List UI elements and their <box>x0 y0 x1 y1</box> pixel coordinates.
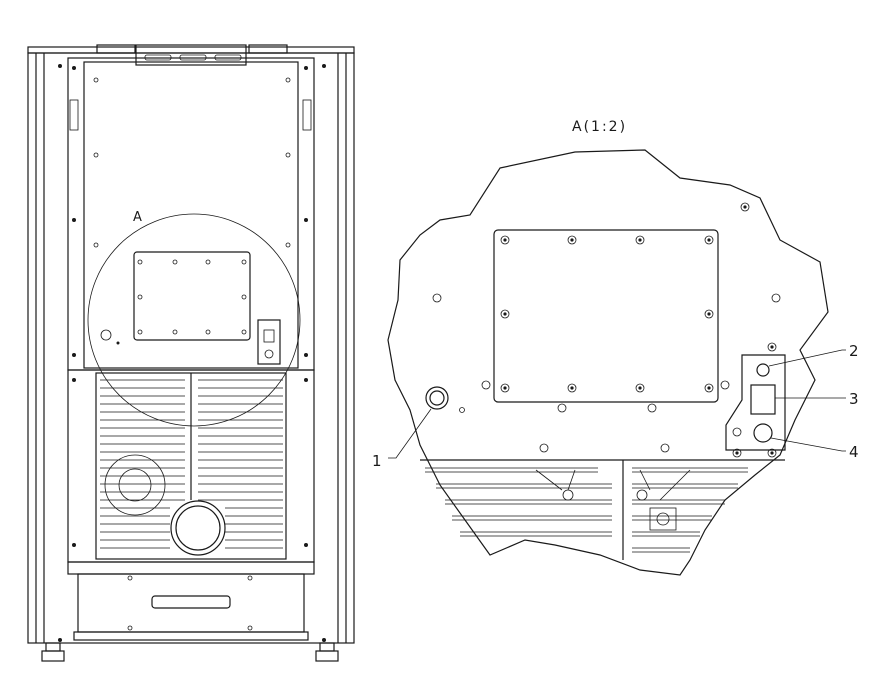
detail-view-a: A(1:2) <box>372 119 859 576</box>
detail-grille-bars <box>425 467 748 553</box>
detail-marker-label: A <box>133 210 142 225</box>
callout-2-label: 2 <box>849 342 859 360</box>
callout-3-label: 3 <box>849 390 859 408</box>
stove-front-view: A <box>27 44 355 662</box>
callout-leaders <box>388 349 846 459</box>
callout-4-label: 4 <box>849 443 859 461</box>
grille-bars <box>100 379 283 549</box>
callout-1-label: 1 <box>372 452 382 470</box>
detail-title: A(1:2) <box>572 119 627 135</box>
plate-screws <box>500 235 714 393</box>
